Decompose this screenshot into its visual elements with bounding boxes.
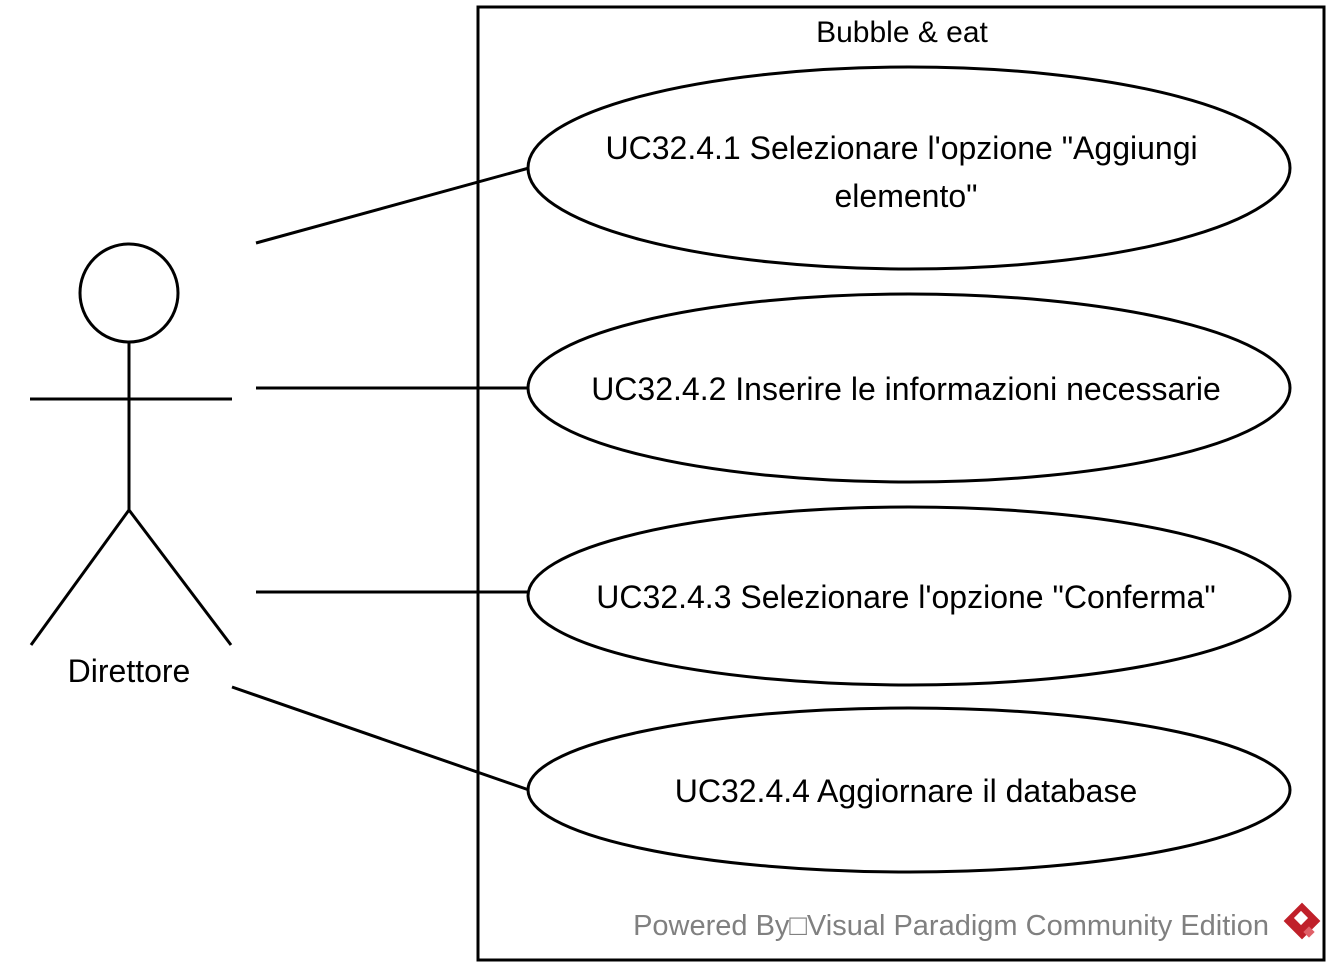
use-case-2-ellipse [526, 292, 1292, 484]
actor-head [78, 242, 180, 344]
system-title: Bubble & eat [816, 16, 988, 49]
visual-paradigm-logo-icon [1283, 902, 1321, 940]
use-case-3-label: UC32.4.3 Selezionare l'opzione "Conferma… [596, 579, 1215, 615]
use-case-4-label: UC32.4.4 Aggiornare il database [675, 773, 1138, 809]
use-case-1: UC32.4.1 Selezionare l'opzione "Aggiungi… [526, 65, 1292, 271]
actor-direttore [29, 242, 233, 646]
use-case-1-line-1: UC32.4.1 Selezionare l'opzione "Aggiungi [606, 130, 1198, 166]
use-case-4: UC32.4.4 Aggiornare il database [526, 706, 1292, 874]
actor-right-leg [127, 509, 233, 646]
use-case-2-label: UC32.4.2 Inserire le informazioni necess… [591, 371, 1221, 407]
watermark-text: Powered By□Visual Paradigm Community Edi… [633, 910, 1269, 942]
actor-left-leg [29, 509, 131, 646]
use-case-3: UC32.4.3 Selezionare l'opzione "Conferma… [526, 505, 1292, 687]
association-uc4 [231, 685, 530, 792]
use-case-4-ellipse [526, 706, 1292, 874]
actor-name: Direttore [68, 653, 191, 689]
use-case-3-ellipse [526, 505, 1292, 687]
use-case-1-label: UC32.4.1 Selezionare l'opzione "Aggiungi… [606, 130, 1207, 214]
use-case-1-line-2: elemento" [835, 178, 978, 214]
association-uc1 [255, 166, 530, 245]
use-case-2: UC32.4.2 Inserire le informazioni necess… [526, 292, 1292, 484]
use-case-1-ellipse [526, 65, 1292, 271]
system-boundary [476, 5, 1326, 962]
